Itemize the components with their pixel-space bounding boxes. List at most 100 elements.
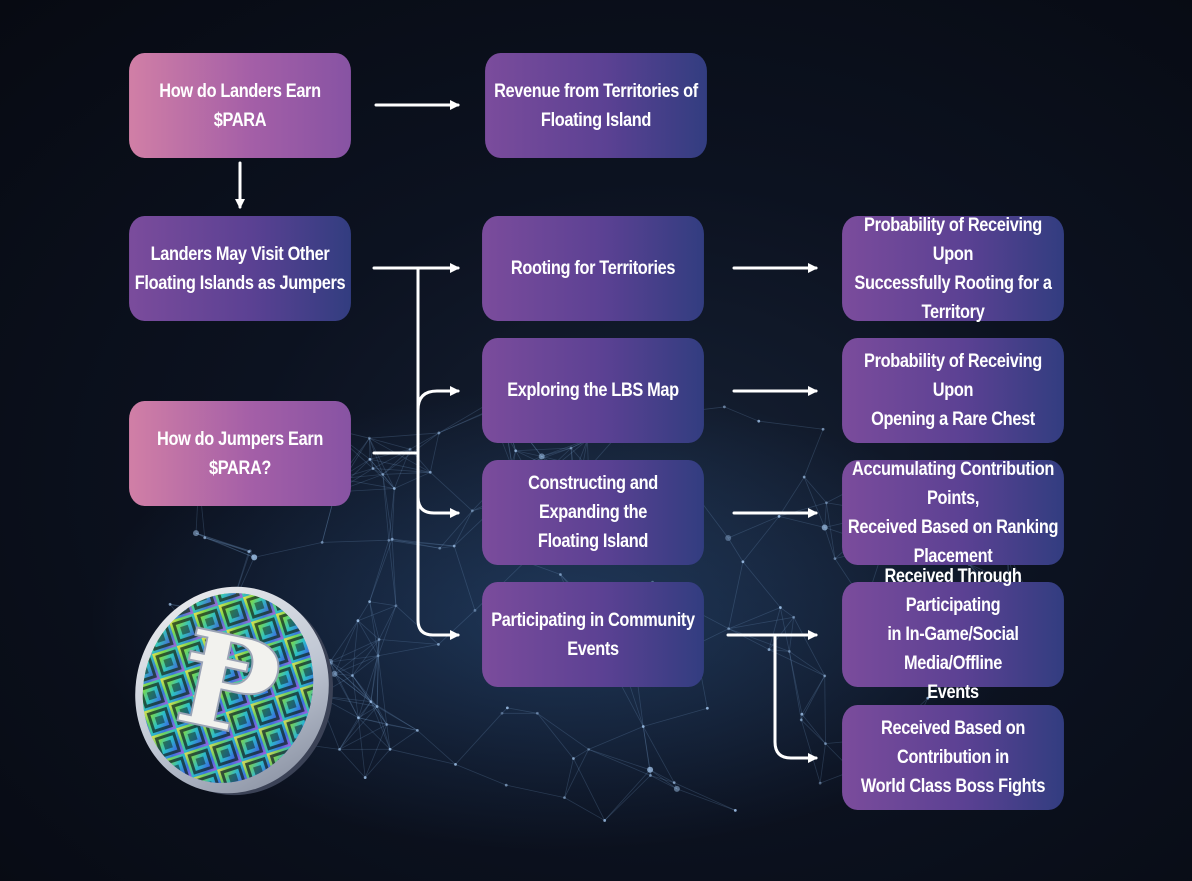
network-line xyxy=(778,476,805,517)
network-line xyxy=(388,539,440,549)
network-node xyxy=(569,446,573,450)
network-line xyxy=(573,758,606,821)
participating-reward-2-box: Received Based on Contribution in World … xyxy=(842,705,1064,810)
network-node xyxy=(351,674,354,677)
network-line xyxy=(564,797,605,821)
exploring-box: Exploring the LBS Map xyxy=(482,338,704,443)
network-line xyxy=(368,438,384,475)
network-line xyxy=(386,724,391,750)
network-node xyxy=(168,602,172,606)
network-line xyxy=(803,476,826,528)
landers-visit-box: Landers May Visit Other Floating Islands… xyxy=(129,216,351,321)
network-line xyxy=(334,673,359,718)
network-line xyxy=(376,706,388,725)
network-line xyxy=(788,651,802,720)
network-node xyxy=(247,550,251,554)
network-line xyxy=(377,655,388,725)
exploring-reward-label: Probability of Receiving Upon Opening a … xyxy=(864,351,1042,430)
network-node xyxy=(800,712,804,716)
arrow-participating-to-reward2 xyxy=(773,633,818,763)
network-line xyxy=(388,540,397,606)
network-node xyxy=(248,549,252,553)
network-line xyxy=(438,403,488,434)
network-line xyxy=(368,438,371,460)
network-line xyxy=(369,437,431,473)
exploring-label: Exploring the LBS Map xyxy=(507,380,679,401)
network-node xyxy=(799,718,803,722)
network-line xyxy=(439,545,455,549)
network-node xyxy=(368,457,372,461)
network-node xyxy=(821,524,828,531)
network-line xyxy=(329,661,359,718)
network-node xyxy=(538,453,545,460)
network-node xyxy=(672,781,676,785)
network-line xyxy=(339,701,372,750)
network-line xyxy=(588,748,651,771)
network-line xyxy=(329,661,372,702)
network-node xyxy=(394,604,398,608)
network-line xyxy=(642,726,675,783)
network-line xyxy=(376,639,380,707)
network-line xyxy=(417,730,456,765)
network-line xyxy=(642,726,651,770)
network-line xyxy=(352,675,372,702)
network-line xyxy=(803,429,824,478)
network-line xyxy=(389,730,418,750)
network-node xyxy=(193,530,200,537)
network-line xyxy=(379,639,439,645)
network-line xyxy=(588,748,651,776)
network-node xyxy=(587,747,591,751)
network-line xyxy=(768,607,781,650)
network-line xyxy=(392,538,440,549)
network-line xyxy=(204,537,255,558)
network-node xyxy=(741,560,745,564)
network-line xyxy=(369,601,379,656)
network-line xyxy=(824,527,836,559)
network-line xyxy=(768,649,825,677)
network-line xyxy=(727,537,744,562)
network-line xyxy=(620,684,644,727)
network-line xyxy=(758,420,824,430)
network-node xyxy=(473,609,477,612)
network-line xyxy=(329,639,380,663)
network-line xyxy=(800,719,821,784)
network-line xyxy=(370,701,391,750)
network-node xyxy=(377,638,381,641)
participating-reward-1-label: Received Through Participating in In-Gam… xyxy=(884,566,1022,703)
network-line xyxy=(700,501,729,539)
network-line xyxy=(329,661,378,707)
network-line xyxy=(649,769,678,790)
network-line xyxy=(357,620,379,656)
network-line xyxy=(429,432,440,473)
network-node xyxy=(369,700,373,704)
network-node xyxy=(825,501,828,505)
network-line xyxy=(455,763,507,786)
network-line xyxy=(377,639,380,656)
network-line xyxy=(372,468,395,489)
network-node xyxy=(535,711,539,715)
network-line xyxy=(352,655,379,676)
network-node xyxy=(792,615,796,619)
network-node xyxy=(415,728,419,732)
network-node xyxy=(733,808,737,812)
network-line xyxy=(506,784,565,799)
network-line xyxy=(352,675,388,725)
network-line xyxy=(254,541,323,558)
network-line xyxy=(778,515,825,528)
network-line xyxy=(369,459,374,469)
network-line xyxy=(382,474,390,541)
network-line xyxy=(369,538,393,602)
network-line xyxy=(358,717,387,725)
network-node xyxy=(381,473,385,476)
network-line xyxy=(779,607,790,652)
network-node xyxy=(824,742,827,746)
network-line xyxy=(370,639,380,702)
network-line xyxy=(439,510,473,549)
network-node xyxy=(563,796,566,800)
network-line xyxy=(392,538,455,547)
network-node xyxy=(603,819,607,822)
landers-question-label: How do Landers Earn $PARA xyxy=(159,80,321,131)
network-line xyxy=(386,724,418,731)
network-line xyxy=(393,449,411,489)
network-node xyxy=(505,706,509,710)
